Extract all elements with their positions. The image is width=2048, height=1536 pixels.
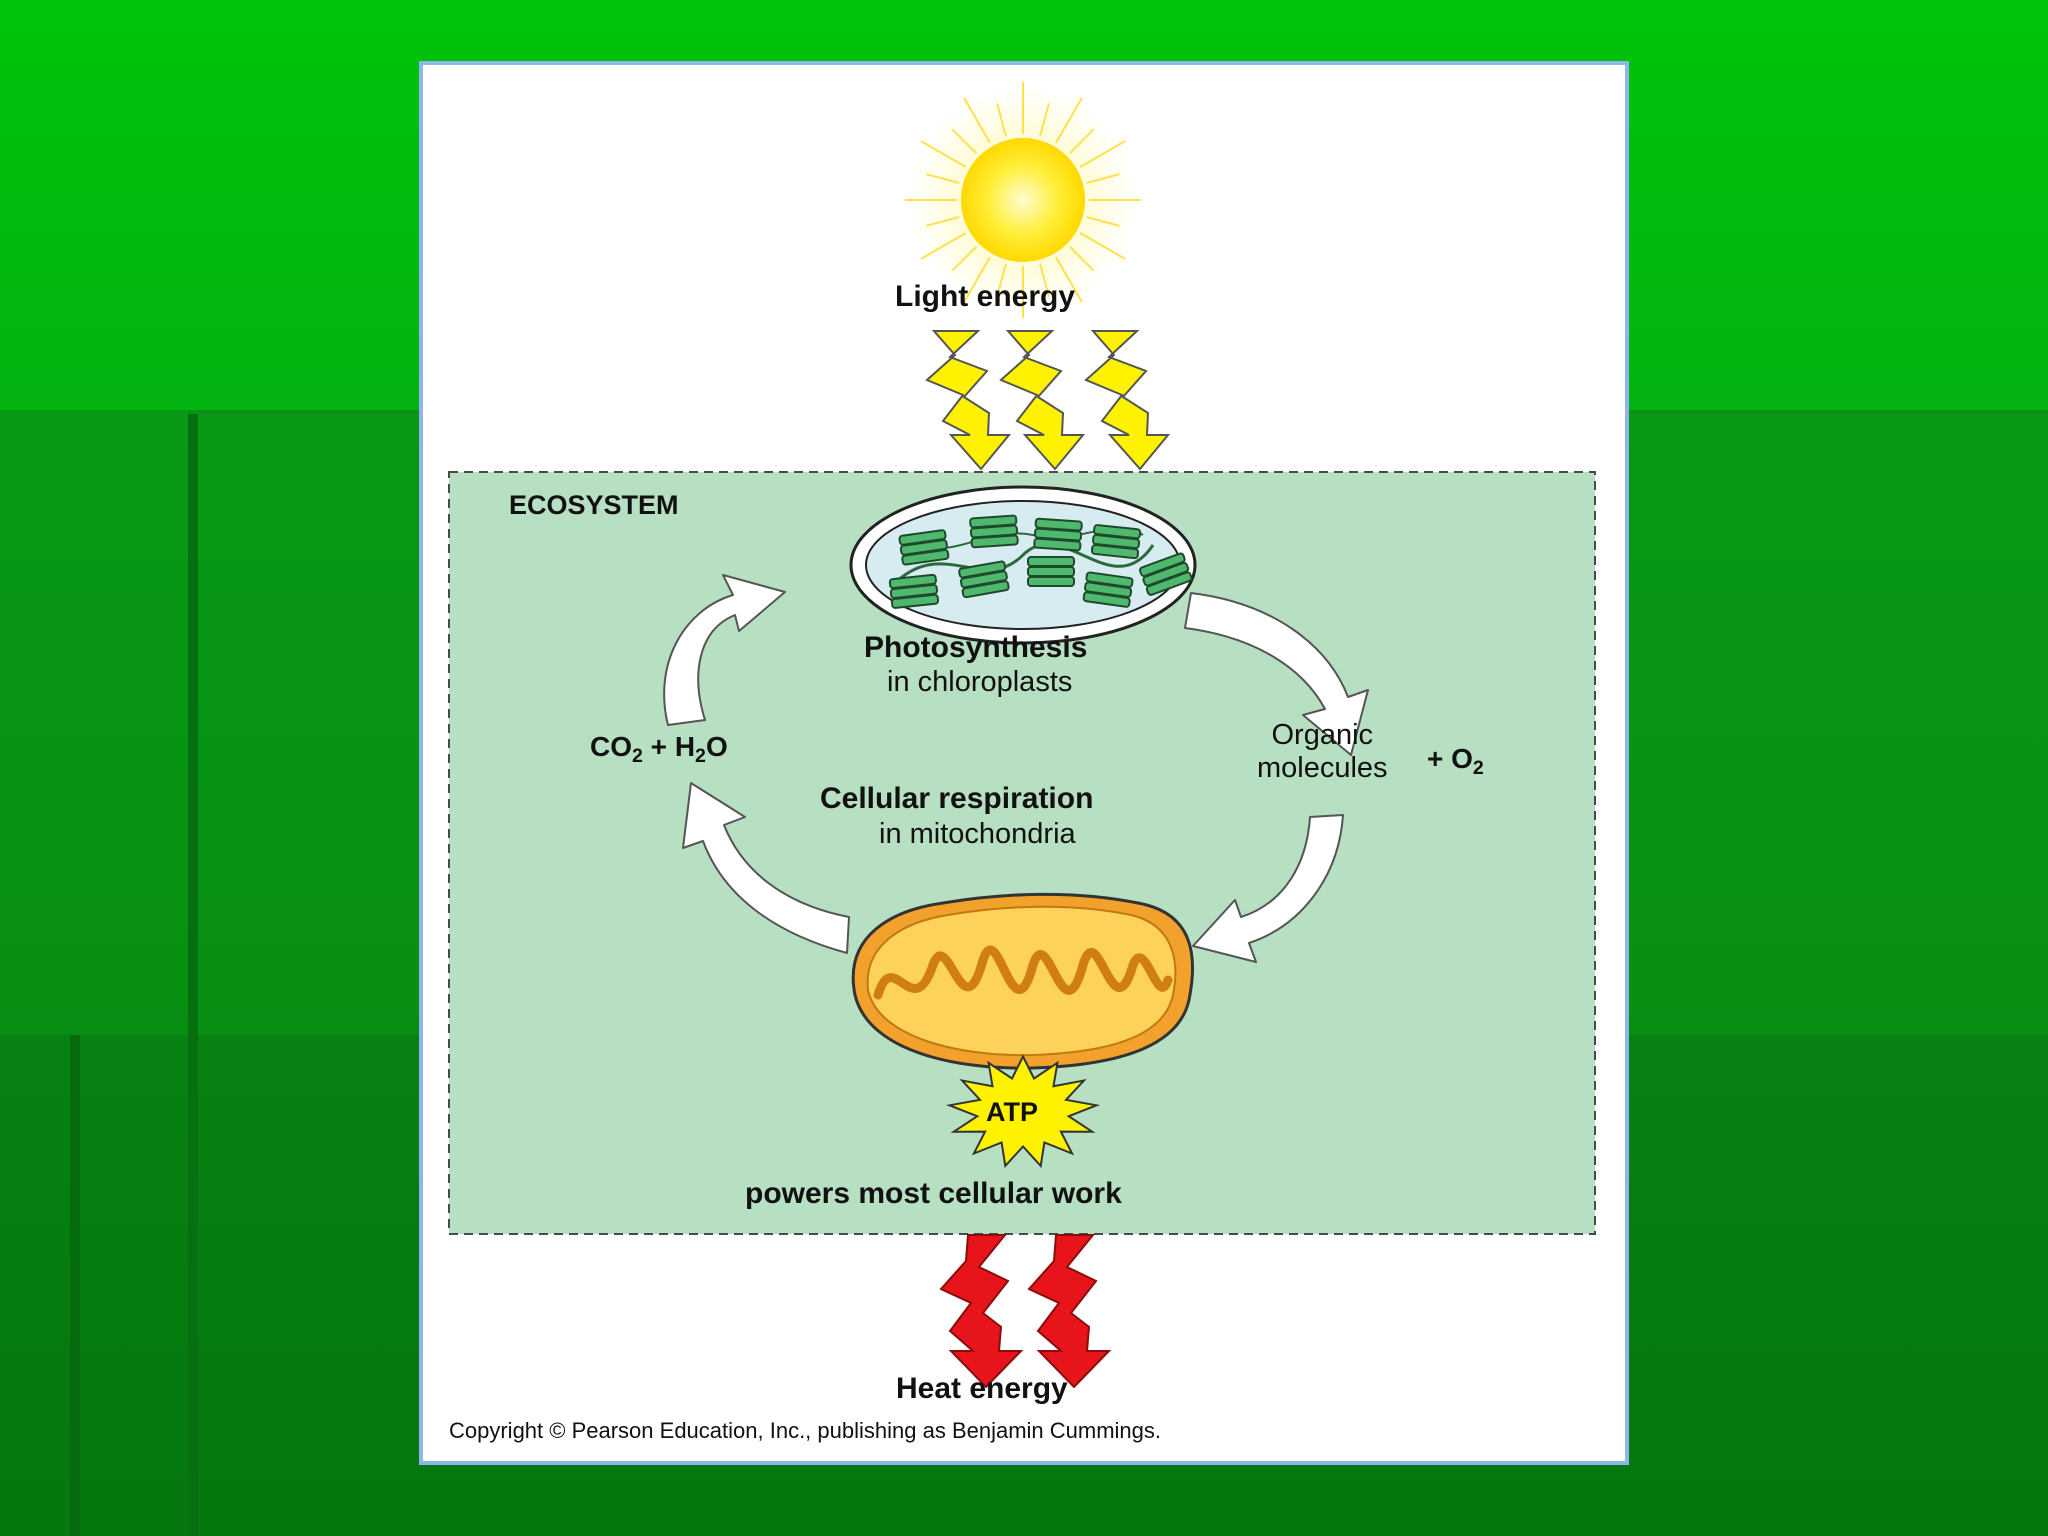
in-chloroplasts-label: in chloroplasts bbox=[887, 666, 1073, 698]
light-energy-label: Light energy bbox=[895, 280, 1076, 313]
organic-molecules-label: Organic molecules bbox=[1257, 719, 1388, 784]
ecosystem-energy-figure: Light energy ECOSYSTEM Photosynthesis in… bbox=[419, 61, 1629, 1465]
heat-bolt-icon bbox=[939, 1234, 1024, 1389]
arrow-to-co2-h2o-icon bbox=[682, 782, 850, 954]
light-energy-bolts bbox=[925, 330, 1171, 471]
background-band-edge bbox=[70, 1035, 80, 1536]
atp-label: ATP bbox=[986, 1097, 1038, 1127]
heat-bolt-icon bbox=[1027, 1234, 1112, 1389]
light-bolt-icon bbox=[1084, 330, 1171, 471]
powers-work-label: powers most cellular work bbox=[745, 1177, 1122, 1210]
cycle-arrows bbox=[663, 574, 1369, 1069]
heat-energy-label: Heat energy bbox=[896, 1372, 1068, 1405]
arrow-to-organic-molecules-icon bbox=[1184, 592, 1369, 756]
light-bolt-icon bbox=[999, 330, 1086, 471]
ecosystem-label: ECOSYSTEM bbox=[509, 490, 679, 520]
heat-energy-bolts bbox=[939, 1234, 1112, 1389]
o2-label: + O2 bbox=[1427, 743, 1484, 779]
cellular-respiration-label: Cellular respiration bbox=[820, 782, 1094, 815]
diagram-graphics bbox=[448, 82, 1596, 1389]
copyright-text: Copyright © Pearson Education, Inc., pub… bbox=[449, 1418, 1162, 1443]
co2-h2o-label: CO2 + H2O bbox=[590, 731, 728, 767]
sun-icon bbox=[905, 82, 1141, 318]
light-bolt-icon bbox=[925, 330, 1012, 471]
atp-starburst-icon bbox=[945, 1054, 1101, 1169]
chloroplast-icon bbox=[849, 485, 1197, 645]
background-band-edge bbox=[188, 410, 198, 1536]
in-mitochondria-label: in mitochondria bbox=[879, 818, 1076, 850]
mitochondrion-icon bbox=[851, 892, 1195, 1070]
arrow-to-photosynthesis-icon bbox=[663, 574, 786, 726]
photosynthesis-label: Photosynthesis bbox=[864, 631, 1088, 664]
arrow-to-mitochondria-icon bbox=[1192, 814, 1344, 963]
